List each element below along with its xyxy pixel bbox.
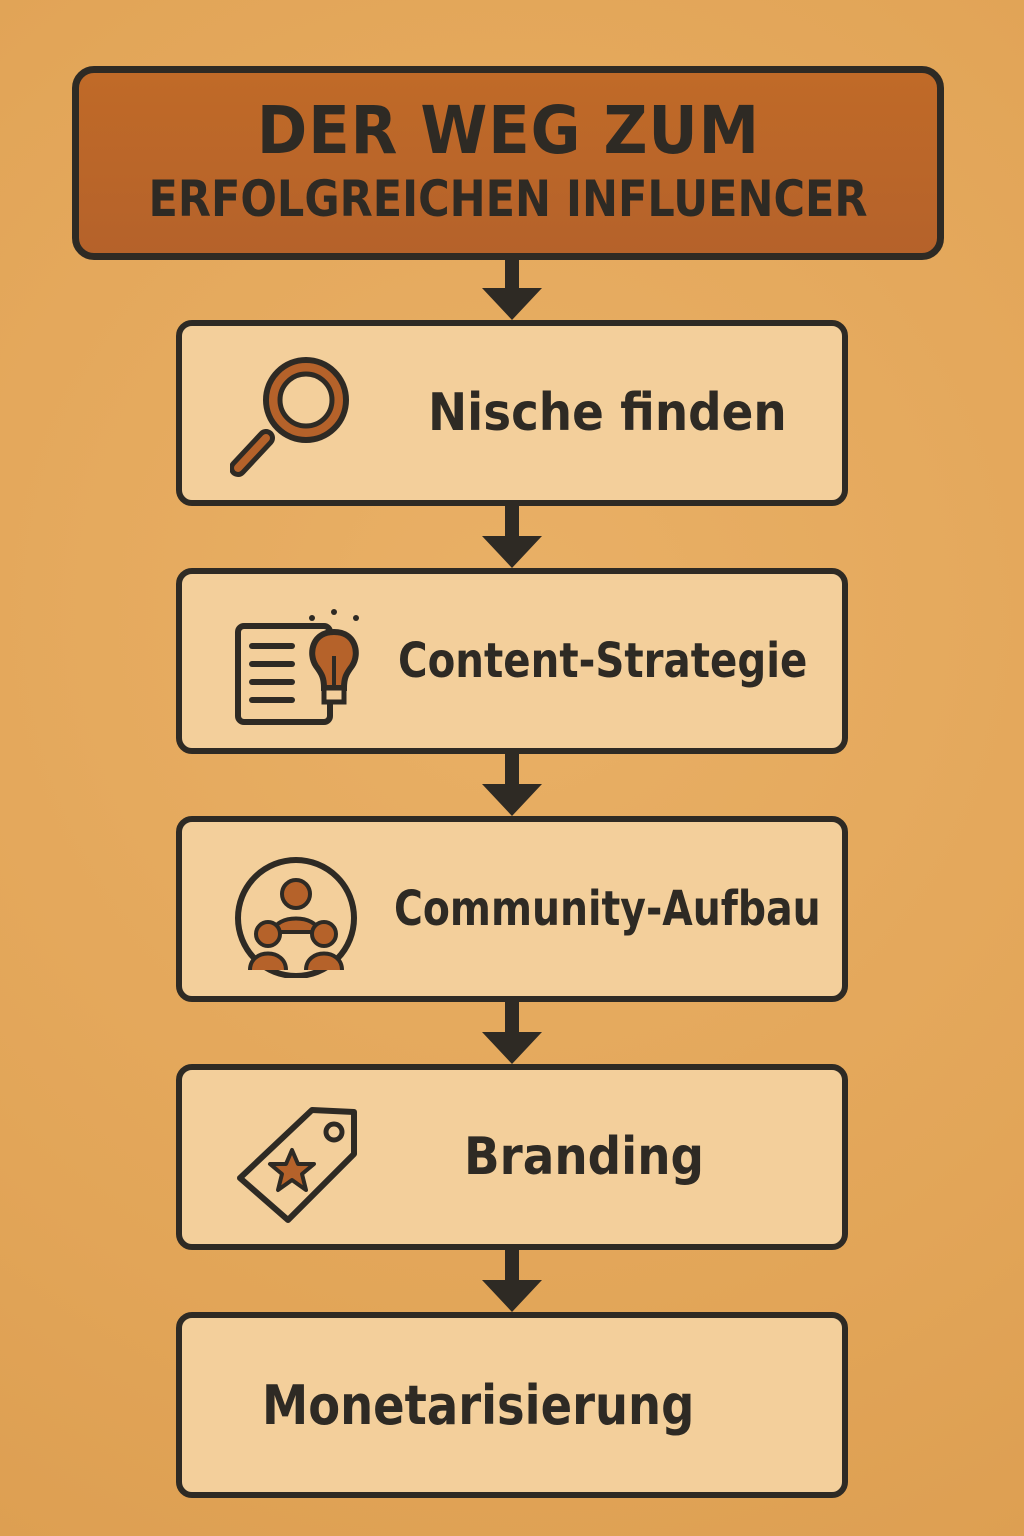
step-monetarisierung: Monetarisierung xyxy=(176,1312,848,1498)
magnifier-icon xyxy=(230,357,349,477)
flow-arrow-2 xyxy=(482,506,542,568)
step-label: Nische finden xyxy=(428,383,787,443)
flow-arrow-1 xyxy=(482,260,542,320)
step-community-aufbau: Community-Aufbau xyxy=(176,816,848,1002)
step-nische-finden: Nische finden xyxy=(176,320,848,506)
step-branding: Branding xyxy=(176,1064,848,1250)
step-label: Branding xyxy=(464,1127,705,1187)
step-label: Community-Aufbau xyxy=(394,881,821,937)
flow-arrow-4 xyxy=(482,1002,542,1064)
title-banner: DER WEG ZUM ERFOLGREICHEN INFLUENCER xyxy=(72,66,944,260)
step-content-strategie: Content-Strategie xyxy=(176,568,848,754)
star-tag-icon xyxy=(237,1107,357,1223)
step-label: Monetarisierung xyxy=(262,1373,695,1437)
document-lightbulb-icon xyxy=(235,609,359,725)
step-label: Content-Strategie xyxy=(398,633,808,689)
flow-arrow-5 xyxy=(482,1250,542,1312)
title-line-1: DER WEG ZUM xyxy=(256,91,760,169)
title-line-2: ERFOLGREICHEN INFLUENCER xyxy=(148,170,868,229)
flow-arrow-3 xyxy=(482,754,542,816)
community-people-icon xyxy=(235,857,357,978)
